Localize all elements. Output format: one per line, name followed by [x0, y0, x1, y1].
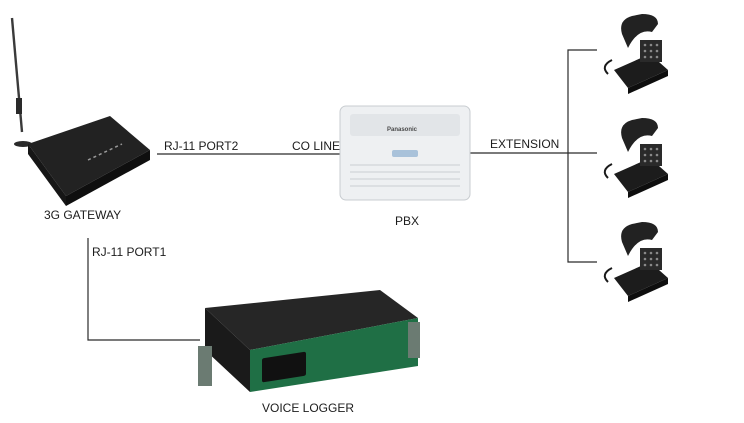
line-gateway-logger [87, 238, 200, 341]
logger-label: VOICE LOGGER [262, 401, 355, 415]
voice-logger-icon [198, 290, 420, 392]
phone-3 [603, 222, 668, 302]
pbx-label: PBX [395, 214, 420, 228]
gateway-logger-port-label: RJ-11 PORT1 [92, 245, 167, 259]
phone-2 [603, 118, 668, 198]
extension-label: EXTENSION [490, 137, 560, 151]
pbx-icon [339, 105, 471, 201]
3g-gateway-icon [10, 17, 150, 206]
line-extension-bus [567, 49, 597, 263]
gateway-pbx-port-label: RJ-11 PORT2 [164, 139, 239, 153]
co-line-label: CO LINE [292, 139, 341, 153]
pbx-brand: Panasonic [387, 127, 418, 133]
connection-lines [87, 49, 597, 341]
gateway-label: 3G GATEWAY [44, 208, 122, 222]
telephone-icon [603, 14, 668, 302]
phone-1 [603, 14, 668, 94]
